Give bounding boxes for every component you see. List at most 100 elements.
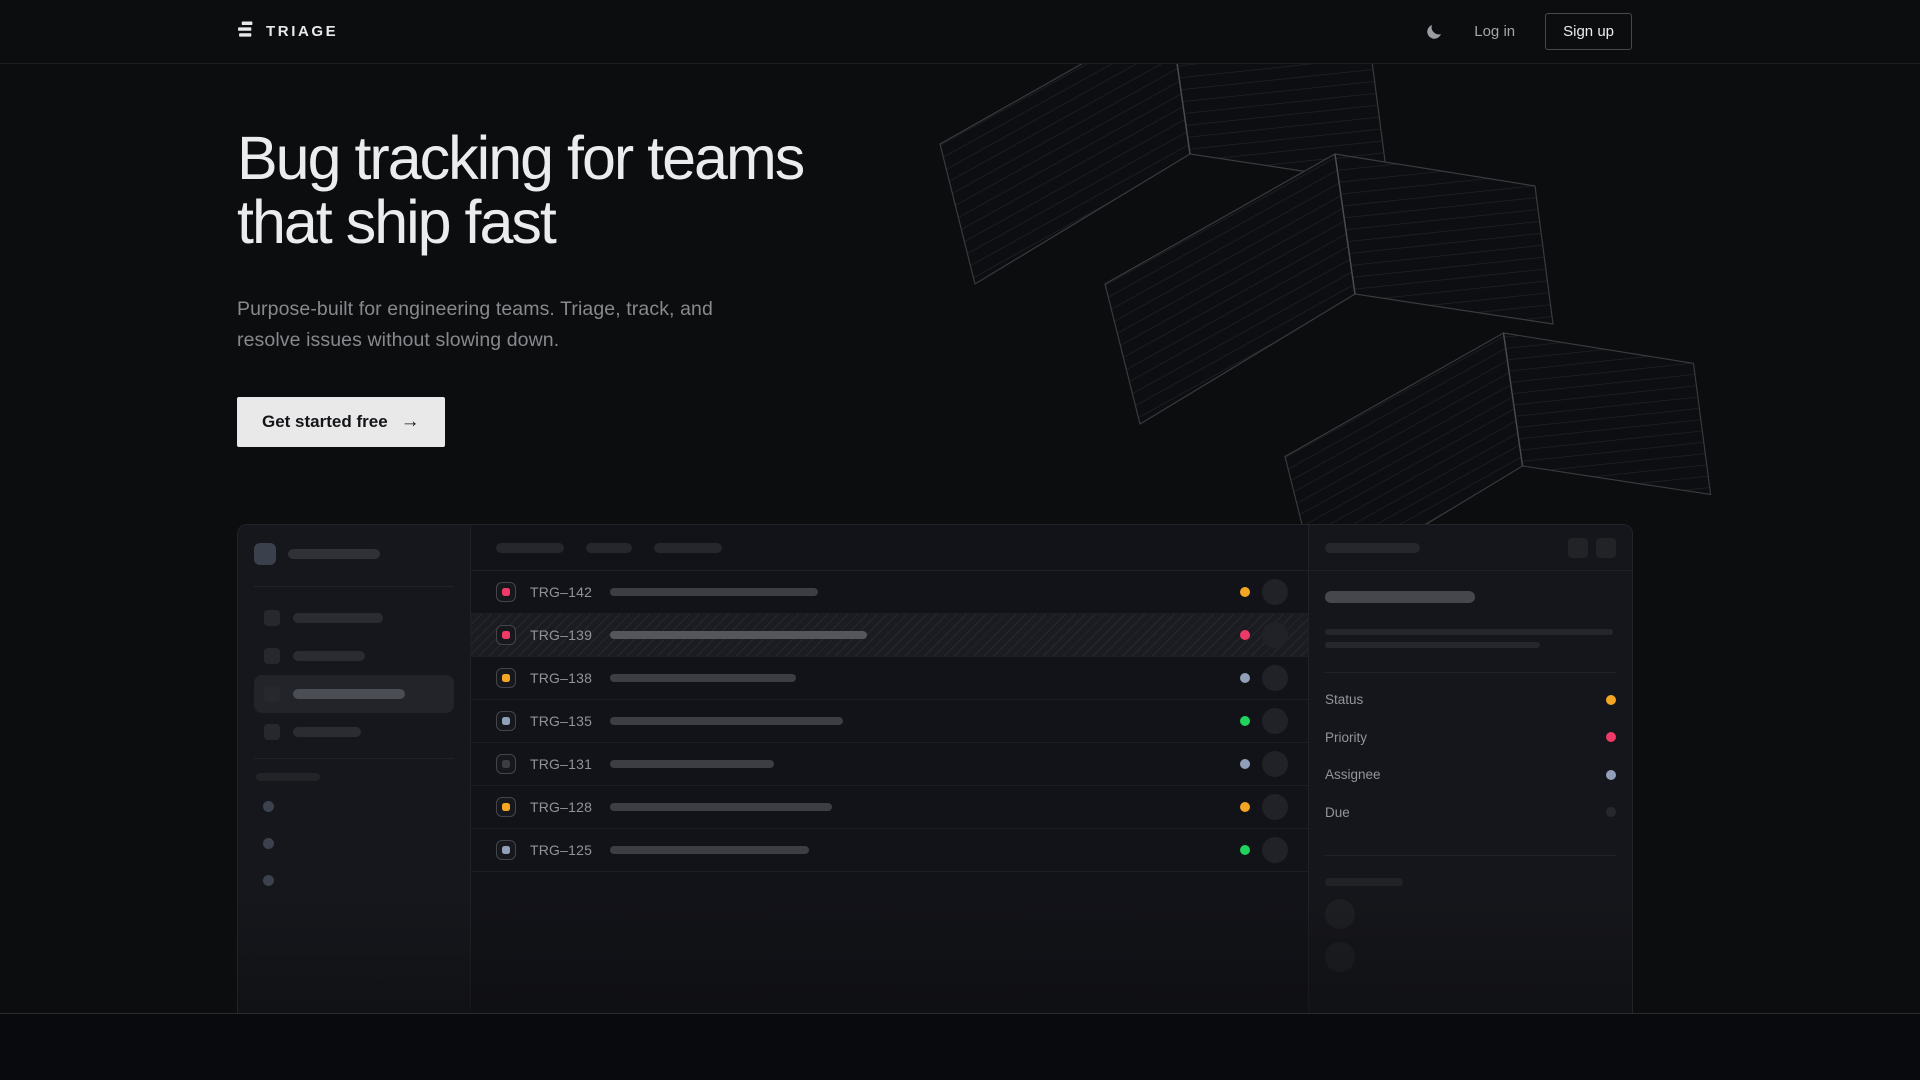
issue-id: TRG–131: [530, 756, 593, 772]
issue-id: TRG–138: [530, 670, 593, 686]
detail-title-skeleton: [1325, 591, 1475, 603]
issue-status-dot: [1240, 802, 1250, 812]
issue-title-skeleton: [610, 674, 796, 682]
detail-field-label: Due: [1325, 804, 1350, 820]
issue-row: TRG–139: [471, 614, 1308, 657]
issue-assignee-avatar: [1262, 751, 1288, 777]
sidebar-item-icon-skeleton: [264, 648, 280, 664]
page-title: Bug tracking for teams that ship fast: [237, 124, 805, 256]
workspace-avatar-skeleton: [254, 543, 276, 565]
issue-status-dot: [1240, 587, 1250, 597]
sidebar-item-label-skeleton: [293, 613, 383, 623]
detail-field-label: Status: [1325, 692, 1364, 708]
list-header-tab-skeleton: [654, 542, 722, 553]
detail-header-button-skeleton: [1568, 537, 1588, 558]
issue-id: TRG–142: [530, 584, 593, 600]
hero-subtitle: Purpose-built for engineering teams. Tri…: [237, 294, 713, 355]
detail-field-row: Status: [1325, 681, 1616, 719]
issue-status-dot: [1240, 673, 1250, 683]
issue-status-dot: [1240, 716, 1250, 726]
sidebar-item-label-skeleton: [293, 689, 405, 699]
comment-avatar-skeleton: [1325, 942, 1355, 972]
brand[interactable]: TRIAGE: [237, 21, 338, 43]
wireframe-slabs-decoration: [939, 64, 1712, 524]
issue-id: TRG–128: [530, 799, 593, 815]
list-header-tab-skeleton: [496, 542, 564, 553]
issue-list-header-skeleton: [471, 525, 1308, 571]
nav-actions: Log in Sign up: [1424, 13, 1632, 50]
issue-row: TRG–128: [471, 786, 1308, 829]
issue-type-icon: [496, 711, 516, 731]
detail-header-button-skeleton: [1596, 537, 1616, 558]
issue-assignee-avatar: [1262, 837, 1288, 863]
sidebar-item-skeleton: [254, 675, 454, 713]
footer-strip: [0, 1013, 1920, 1080]
issue-id: TRG–135: [530, 713, 593, 729]
sidebar-item-skeleton: [254, 637, 454, 675]
detail-header: [1309, 525, 1632, 571]
workspace-switcher-skeleton: [254, 543, 454, 565]
detail-field-row: Priority: [1325, 719, 1616, 757]
sidebar-item-label-skeleton: [293, 651, 365, 661]
detail-field-dot: [1606, 769, 1616, 780]
workspace-name-skeleton: [288, 549, 380, 559]
logo-icon: [237, 21, 255, 43]
issue-type-icon: [496, 797, 516, 817]
sidebar-item-icon-skeleton: [264, 610, 280, 626]
issue-row: TRG–142: [471, 571, 1308, 614]
sidebar-dot-skeleton: [263, 875, 274, 886]
sidebar-item-icon-skeleton: [264, 724, 280, 740]
issue-assignee-avatar: [1262, 622, 1288, 648]
detail-description-skeleton: [1325, 629, 1613, 635]
sidebar-item-skeleton: [254, 713, 454, 751]
issue-title-skeleton: [610, 803, 832, 811]
issue-row: TRG–125: [471, 829, 1308, 872]
issue-id: TRG–139: [530, 627, 593, 643]
issue-title-skeleton: [610, 846, 809, 854]
page-title-line2: that ship fast: [237, 188, 557, 256]
hero-section: Bug tracking for teams that ship fast Pu…: [0, 64, 1920, 524]
sidebar-dot-skeleton: [263, 838, 274, 849]
issue-row: TRG–138: [471, 657, 1308, 700]
brand-name: TRIAGE: [266, 23, 339, 40]
detail-field-dot: [1606, 732, 1616, 743]
issue-rows: TRG–142 TRG–139 TRG–138 TRG–135 TRG–131: [471, 571, 1308, 872]
issue-status-dot: [1240, 759, 1250, 769]
sidebar-item-label-skeleton: [293, 727, 361, 737]
detail-comment-avatars: [1325, 899, 1616, 972]
log-in-link[interactable]: Log in: [1474, 23, 1516, 40]
sidebar-item-icon-skeleton: [264, 686, 280, 702]
get-started-button[interactable]: Get started free →: [237, 397, 445, 447]
sidebar-dot-list: [254, 801, 454, 886]
detail-fields: Status Priority Assignee Due: [1325, 681, 1616, 831]
issue-title-skeleton: [610, 760, 774, 768]
issue-assignee-avatar: [1262, 579, 1288, 605]
preview-sidebar: [238, 525, 471, 1013]
issue-type-icon: [496, 754, 516, 774]
sidebar-divider: [254, 586, 454, 587]
detail-breadcrumb-skeleton: [1325, 542, 1420, 553]
detail-field-label: Assignee: [1325, 767, 1381, 783]
app-preview-panel: TRG–142 TRG–139 TRG–138 TRG–135 TRG–131: [237, 524, 1633, 1013]
get-started-label: Get started free: [262, 412, 388, 431]
detail-divider: [1325, 672, 1616, 673]
sidebar-nav-skeleton: [254, 599, 454, 751]
detail-comments-label-skeleton: [1325, 878, 1403, 886]
moon-icon[interactable]: [1424, 22, 1444, 42]
comment-avatar-skeleton: [1325, 899, 1355, 929]
issue-assignee-avatar: [1262, 794, 1288, 820]
detail-header-buttons-skeleton: [1568, 537, 1616, 558]
issue-id: TRG–125: [530, 842, 593, 858]
issue-assignee-avatar: [1262, 665, 1288, 691]
issue-row: TRG–131: [471, 743, 1308, 786]
list-header-tab-skeleton: [586, 542, 632, 553]
detail-field-dot: [1606, 694, 1616, 705]
detail-body: Status Priority Assignee Due: [1309, 571, 1632, 992]
hero-subtitle-line1: Purpose-built for engineering teams. Tri…: [237, 298, 713, 320]
sign-up-button[interactable]: Sign up: [1545, 13, 1632, 50]
sidebar-dot-skeleton: [263, 801, 274, 812]
detail-field-label: Priority: [1325, 729, 1368, 745]
preview-detail-panel: Status Priority Assignee Due: [1308, 525, 1632, 1013]
issue-type-icon: [496, 840, 516, 860]
page-title-line1: Bug tracking for teams: [237, 124, 805, 192]
